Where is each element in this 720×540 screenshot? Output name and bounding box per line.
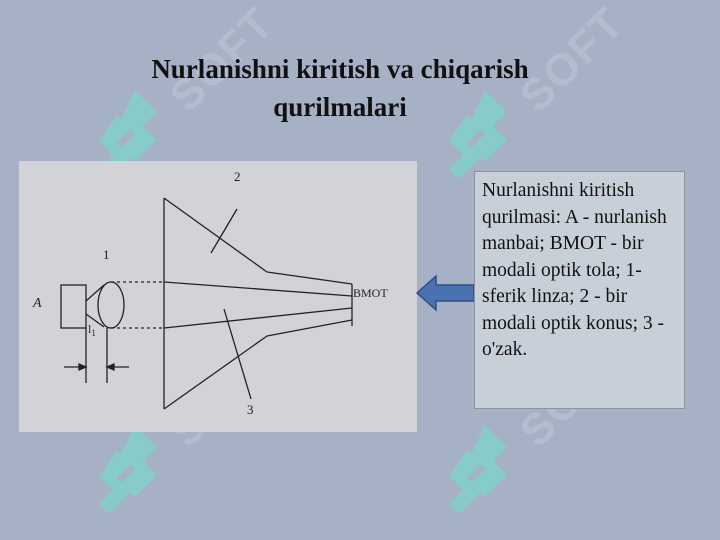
label-source: A	[32, 296, 42, 311]
core-upper	[163, 281, 353, 297]
label-distance-main: l	[88, 322, 92, 336]
slide-title: Nurlanishni kiritish va chiqarish qurilm…	[80, 50, 600, 126]
caption-box: Nurlanishni kiritish qurilmasi: A - nurl…	[474, 171, 685, 409]
label-lens: 1	[103, 247, 110, 262]
caption-text: Nurlanishni kiritish qurilmasi: A - nurl…	[482, 180, 667, 360]
watermark-logo-icon	[99, 425, 157, 514]
cone-neck-top	[266, 271, 353, 285]
cone-outer-bottom	[163, 335, 268, 410]
label-cone: 2	[234, 169, 241, 184]
label-distance-sub: 1	[91, 328, 96, 338]
leader-cone	[210, 208, 238, 254]
label-core: 3	[247, 402, 254, 417]
coupling-diagram: A 1 l1 BMOT 2 3	[32, 169, 388, 417]
cone-outer-top	[163, 197, 268, 273]
distance-arrowhead-left	[78, 363, 88, 371]
diagram-panel: A 1 l1 BMOT 2 3	[19, 161, 417, 432]
title-line-1: Nurlanishni kiritish va chiqarish	[151, 54, 529, 84]
label-distance: l1	[88, 322, 96, 338]
distance-arrowhead-right	[105, 363, 115, 371]
title-line-2: qurilmalari	[273, 92, 407, 122]
cone-neck-bottom	[266, 319, 353, 337]
source-box	[60, 284, 87, 329]
leader-core	[223, 308, 252, 400]
label-fiber: BMOT	[353, 286, 388, 300]
watermark-logo-icon	[449, 90, 507, 179]
watermark-logo-icon	[449, 425, 507, 514]
spherical-lens	[97, 281, 125, 329]
beam-lower	[85, 313, 105, 328]
arrow-left-icon	[416, 274, 475, 312]
core-lower	[163, 307, 353, 329]
beam-upper	[85, 284, 105, 302]
